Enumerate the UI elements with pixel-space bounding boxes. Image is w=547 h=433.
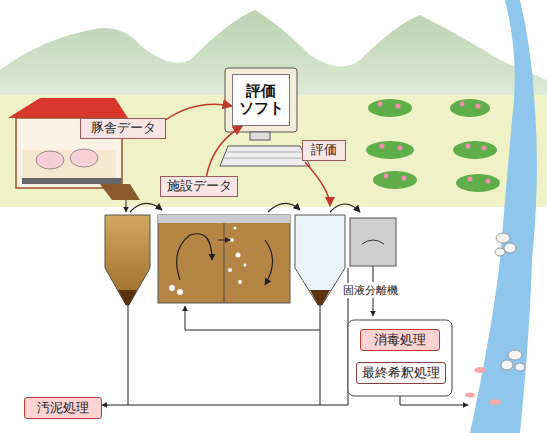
- node-text: 消毒処理: [374, 333, 426, 348]
- flow-arrows: [130, 203, 360, 212]
- node-text: 汚泥処理: [37, 401, 89, 416]
- river: [470, 0, 537, 433]
- data-box: 施設データ: [160, 176, 238, 197]
- process-box: 最終希釈処理: [356, 362, 446, 384]
- inflow-arrow: [126, 200, 127, 212]
- pipes: [102, 266, 468, 405]
- data-arrow: [207, 126, 243, 176]
- settling-tank: [105, 215, 150, 305]
- treatment-frame: [348, 320, 452, 396]
- data-box: 評価: [302, 140, 346, 161]
- pig-house: [8, 98, 140, 200]
- process-box: 汚泥処理: [24, 397, 102, 419]
- plants: [366, 99, 500, 192]
- treatment-tank: [350, 218, 396, 266]
- data-arrow: [166, 104, 232, 119]
- rocks: [495, 233, 525, 371]
- node-text: 最終希釈処理: [362, 366, 440, 381]
- computer: [220, 68, 310, 166]
- software-screen: 評価 ソフト: [232, 74, 290, 126]
- settling-tank: [295, 215, 345, 305]
- node-text: 豚舎データ: [91, 121, 156, 136]
- part-label: 固液分離機: [341, 283, 400, 298]
- evaluation-arrow: [305, 162, 330, 206]
- node-text: 評価: [311, 143, 337, 158]
- aeration-tank: [158, 215, 290, 303]
- data-box: 豚舎データ: [80, 118, 166, 139]
- node-text: 評価 ソフト: [235, 83, 287, 118]
- process-box: 消毒処理: [360, 329, 440, 351]
- node-text: 施設データ: [167, 179, 232, 194]
- fish: [465, 367, 501, 405]
